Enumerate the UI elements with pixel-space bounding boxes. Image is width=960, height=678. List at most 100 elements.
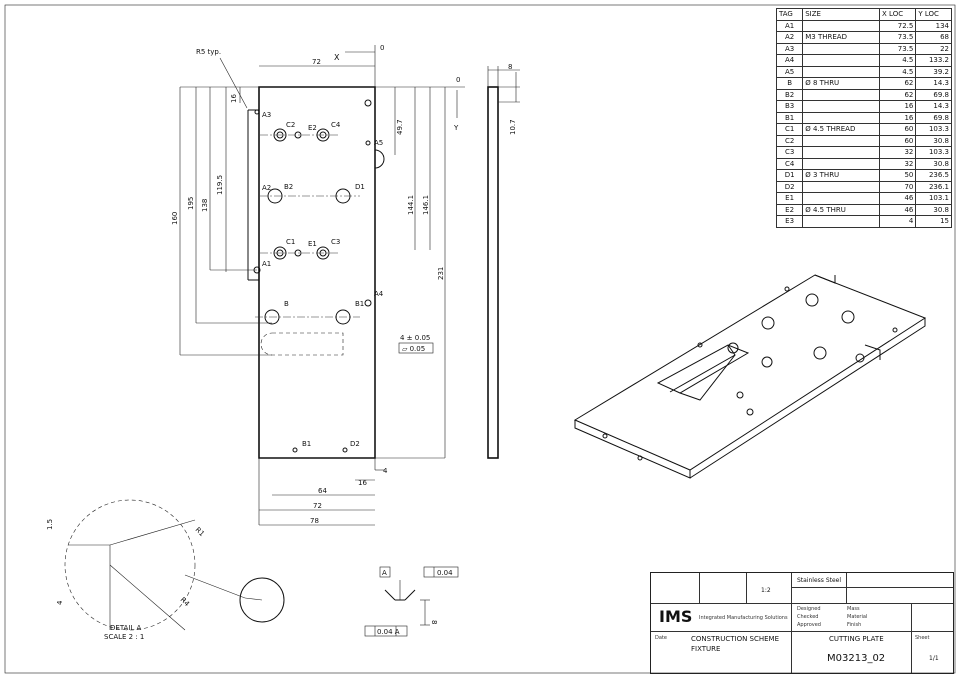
hole-x-cell: 46 [879, 192, 917, 205]
hole-label: A2 [262, 184, 271, 192]
hole-size-cell: Ø 8 THRU [802, 77, 881, 90]
hole-size-cell [802, 146, 881, 159]
hole-tag-cell: C4 [775, 157, 804, 170]
sheet-border [4, 4, 956, 674]
dim-138: 138 [201, 199, 209, 212]
hole-y-cell: 30.8 [915, 203, 952, 216]
hole-tag-cell: D1 [775, 169, 804, 182]
side-dim-y: 10.7 [509, 119, 517, 135]
tb-right-label: Mass [847, 606, 860, 612]
hole-y-cell: 69.8 [915, 88, 952, 101]
dim-195: 195 [187, 197, 195, 210]
sheet-value: 1/1 [929, 655, 939, 662]
tb-left-label: Date [655, 635, 667, 641]
hole-tag-cell: B3 [775, 100, 804, 113]
hole-y-cell: 14.3 [915, 100, 952, 113]
col-size: SIZE [802, 8, 881, 21]
hole-label: A1 [262, 260, 271, 268]
hole-x-cell: 4.5 [879, 65, 917, 78]
hole-y-cell: 133.2 [915, 54, 952, 67]
hole-tag-cell: D2 [775, 180, 804, 193]
project-name: CONSTRUCTION SCHEME [691, 635, 780, 643]
hole-tag-cell: A4 [775, 54, 804, 67]
hole-size-cell [802, 180, 881, 193]
dim-16-left: 16 [230, 94, 238, 103]
hole-y-cell: 15 [915, 215, 952, 228]
isometric-view [573, 274, 927, 479]
hole-y-cell: 103.3 [915, 123, 952, 136]
hole-x-cell: 73.5 [879, 31, 917, 44]
hole-size-cell: Ø 4.5 THRU [802, 203, 881, 216]
col-yloc: Y LOC [915, 8, 952, 21]
tb-right-label: Sheet [915, 635, 930, 641]
tb-right-label: Finish [847, 622, 862, 628]
y-axis-label: Y [453, 124, 459, 132]
hole-tag-cell: C2 [775, 134, 804, 147]
company-logo: IMS [659, 607, 693, 626]
hole-size-cell [802, 65, 881, 78]
dim-78: 78 [310, 517, 319, 525]
hole-x-cell: 62 [879, 77, 917, 90]
detail-dim: 4 [56, 600, 64, 605]
hole-label: B [284, 300, 289, 308]
company-sub: Integrated Manufacturing Solutions [699, 615, 788, 621]
hole-y-cell: 22 [915, 42, 952, 55]
r5-note: R5 typ. [196, 48, 221, 56]
dim-64: 64 [318, 487, 327, 495]
detail-a: 1.5 4 R1 R4 DETAIL A SCALE 2 : 1 [46, 499, 285, 641]
dim-4: 4 [383, 467, 388, 475]
hole-label: C4 [331, 121, 341, 129]
hole-y-cell: 69.8 [915, 111, 952, 124]
hole-tag-cell: B [775, 77, 804, 90]
hole-x-cell: 4 [879, 215, 917, 228]
hole-label: B2 [284, 183, 293, 191]
hole-tag-cell: C1 [775, 123, 804, 136]
dim-160: 160 [171, 212, 179, 225]
hole-size-cell [802, 100, 881, 113]
hole-y-cell: 103.1 [915, 192, 952, 205]
hole-size-cell [802, 19, 881, 32]
origin-label: 0 [380, 44, 384, 52]
hole-size-cell [802, 192, 881, 205]
detail-title: DETAIL A [110, 624, 142, 632]
hole-x-cell: 50 [879, 169, 917, 182]
hole-y-cell: 39.2 [915, 65, 952, 78]
title-block: Stainless Steel 1:2 IMS Integrated Manuf… [650, 572, 954, 674]
gdt-ref: 0.04 A [377, 628, 400, 636]
small-note: 4 ± 0.05 [400, 334, 430, 342]
hole-tag-cell: A1 [775, 19, 804, 32]
hole-label: E1 [308, 240, 317, 248]
hole-x-cell: 60 [879, 123, 917, 136]
hole-label: B1 [302, 440, 311, 448]
dim-119-5: 119.5 [216, 175, 224, 195]
hole-x-cell: 16 [879, 100, 917, 113]
hole-tag-cell: B1 [775, 111, 804, 124]
dim-49-7: 49.7 [396, 119, 404, 135]
detail-dim: R1 [194, 526, 206, 538]
hole-label: B1 [355, 300, 364, 308]
hole-y-cell: 14.3 [915, 77, 952, 90]
col-tag: TAG [775, 8, 804, 21]
hole-tag-cell: A2 [775, 31, 804, 44]
hole-size-cell [802, 88, 881, 101]
hole-x-cell: 32 [879, 146, 917, 159]
hole-table-header: TAG SIZE X LOC Y LOC [775, 8, 952, 21]
hole-size-cell [802, 111, 881, 124]
dim-72-bottom: 72 [313, 502, 322, 510]
hole-tag-cell: E1 [775, 192, 804, 205]
hole-size-cell [802, 42, 881, 55]
hole-y-cell: 236.5 [915, 169, 952, 182]
drawing-title: CUTTING PLATE [829, 635, 884, 643]
gdt-dim: 8 [430, 620, 438, 624]
hole-size-cell: Ø 4.5 THREAD [802, 123, 881, 136]
